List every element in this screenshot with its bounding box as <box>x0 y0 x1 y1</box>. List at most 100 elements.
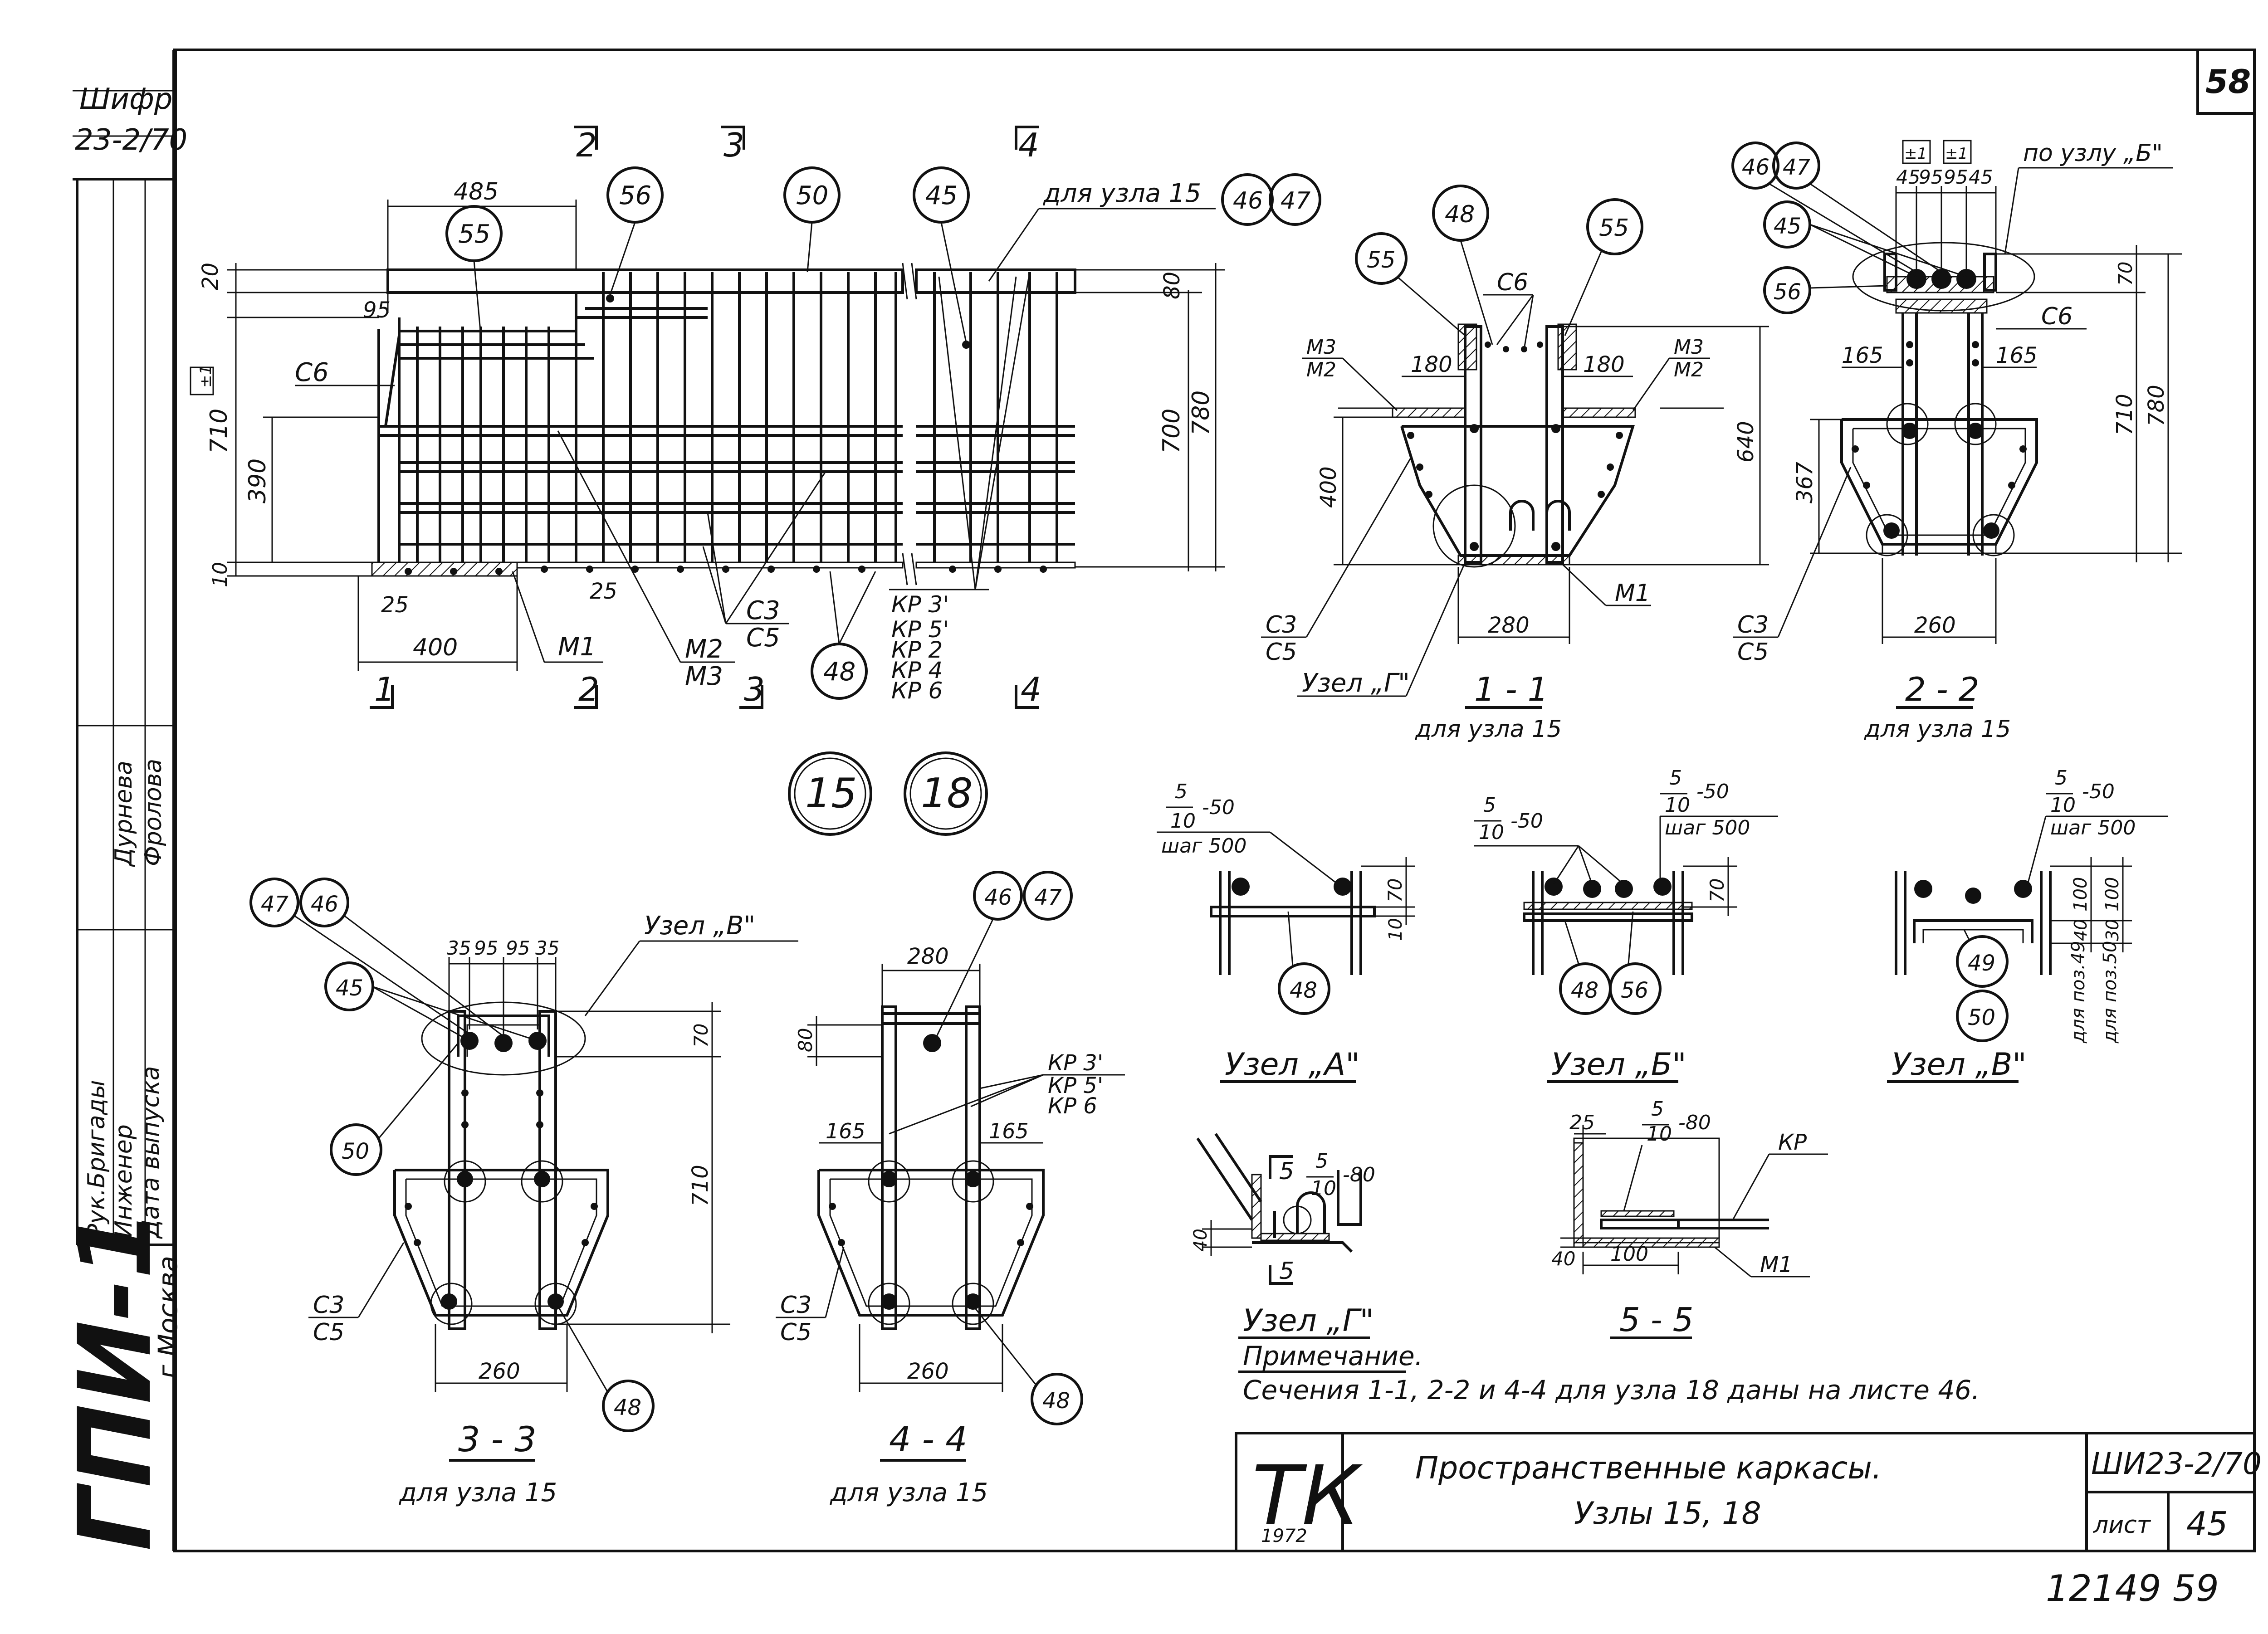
main-labels: ±1 С6 М1 М2 М3 С3 С5 КР 3' КР 5' КР 2 КР… <box>190 179 1216 704</box>
nb-weld-len-right: -50 <box>1696 780 1729 803</box>
sec-2-bot: 2 <box>578 670 599 708</box>
ng-dim-40: 40 <box>1190 1229 1211 1252</box>
tb-title-2: Узлы 15, 18 <box>1574 1496 1761 1532</box>
section-5-5: 25 40 100 5 10 -80 КР М1 5 - 5 <box>1551 1097 1828 1339</box>
sec-2-top: 2 <box>576 126 597 164</box>
s22-circle-47: 47 <box>1783 155 1811 180</box>
s55-dim-40: 40 <box>1551 1248 1575 1270</box>
s11-dim-400: 400 <box>1316 466 1341 508</box>
s22-plus1-a: ±1 <box>1904 145 1927 163</box>
s11-circle-55-right: 55 <box>1599 215 1629 242</box>
s55-title: 5 - 5 <box>1619 1301 1693 1339</box>
dim-780: 780 <box>1188 390 1215 435</box>
s44-label-c3: С3 <box>780 1292 811 1319</box>
name-2: Фролова <box>140 759 167 866</box>
s22-label-c3: С3 <box>1737 611 1769 639</box>
ng-weld-top: 5 <box>1315 1150 1328 1173</box>
tb-sheet-no: 45 <box>2186 1505 2228 1543</box>
s22-top-3: 95 <box>1944 166 1968 188</box>
label-m1-main: М1 <box>558 632 596 662</box>
s44-subtitle: для узла 15 <box>830 1478 988 1507</box>
sec-4-top: 4 <box>1018 126 1039 164</box>
ng-weld-len: -80 <box>1343 1163 1375 1186</box>
nv-dim-30: 30 <box>2102 919 2122 941</box>
s44-circle-47: 47 <box>1034 885 1062 910</box>
s22-dim-367: 367 <box>1792 462 1818 503</box>
s44-circle-46: 46 <box>984 885 1012 910</box>
s22-top-1: 45 <box>1896 166 1920 188</box>
s33-top-2: 95 <box>474 937 498 959</box>
dim-25-b: 25 <box>590 579 617 604</box>
label-c6-main: С6 <box>295 358 329 387</box>
s11-dim-180-right: 180 <box>1583 352 1625 377</box>
label-c5-main: С5 <box>746 623 780 653</box>
s55-label-m1: М1 <box>1760 1252 1793 1278</box>
kr-item-3: КР 2 <box>891 637 943 663</box>
s22-plus1-b: ±1 <box>1945 145 1968 163</box>
s11-label-node-g: Узел „Г" <box>1302 668 1410 698</box>
signature-block: Рук.Бригады Инженер Дата выпуска Дурнева… <box>83 759 167 1239</box>
s33-label-c3: С3 <box>313 1292 344 1319</box>
s33-top-1: 35 <box>447 937 471 959</box>
s33-label-c5: С5 <box>313 1319 344 1346</box>
dim-10: 10 <box>209 562 232 587</box>
sec-3-bot: 3 <box>744 670 765 708</box>
s44-kr-list: КР 3' КР 5' КР 6 <box>1048 1050 1103 1119</box>
s11-label-m1: М1 <box>1615 580 1650 607</box>
circle-55-main: 55 <box>458 219 490 249</box>
page-number: 58 <box>2205 63 2251 101</box>
s44-dim-165-right: 165 <box>989 1119 1029 1143</box>
node-18-circle: 18 <box>921 770 973 817</box>
name-1: Дурнева <box>110 761 137 867</box>
s22-dim-165-left: 165 <box>1842 343 1883 368</box>
s11-circle-55-left: 55 <box>1367 247 1396 273</box>
nv-step: шаг 500 <box>2050 816 2136 839</box>
s33-circle-46: 46 <box>311 892 338 917</box>
na-weld-bot: 10 <box>1170 810 1196 833</box>
nb-circle-56: 56 <box>1621 978 1648 1003</box>
nb-weld-top-right: 5 <box>1669 766 1682 790</box>
s22-title: 2 - 2 <box>1905 670 1979 708</box>
corner-code-1: Шифр <box>79 83 172 116</box>
s33-dim-710: 710 <box>688 1165 713 1206</box>
section-4-4: 280 80 165 165 260 КР 3' КР 5' КР 6 С3 С… <box>776 871 1125 1507</box>
na-dim-10: 10 <box>1385 918 1406 941</box>
dim-700: 700 <box>1158 409 1185 454</box>
nv-weld-bot: 10 <box>2050 794 2076 817</box>
org-name: ГПИ-1 <box>57 1210 173 1551</box>
nb-step: шаг 500 <box>1665 816 1750 839</box>
s33-title: 3 - 3 <box>458 1419 536 1459</box>
s44-dim-260: 260 <box>907 1359 949 1384</box>
s33-circle-50: 50 <box>342 1139 369 1164</box>
nb-dim-70: 70 <box>1706 878 1728 902</box>
nv-poz49: для поз.49 <box>2068 941 2089 1044</box>
dim-25-a: 25 <box>381 592 409 618</box>
label-c3-main: С3 <box>746 596 780 625</box>
node-g-title: Узел „Г" <box>1243 1303 1374 1339</box>
s55-dim-25: 25 <box>1569 1111 1595 1134</box>
s22-top-2: 95 <box>1919 166 1943 188</box>
tb-year: 1972 <box>1261 1526 1307 1546</box>
nv-circle-50: 50 <box>1968 1005 1995 1030</box>
s11-label-c6: С6 <box>1497 269 1528 296</box>
corner-code: Шифр 23-2/70 <box>75 83 187 157</box>
role-1: Рук.Бригады <box>83 1080 110 1238</box>
s11-circle-48: 48 <box>1445 201 1475 228</box>
role-2: Инженер <box>110 1124 137 1238</box>
s33-circle-45: 45 <box>336 976 363 1001</box>
s55-weld-top: 5 <box>1651 1097 1664 1121</box>
corner-code-2: 23-2/70 <box>75 123 187 157</box>
s22-label-per-node-b: по узлу „Б" <box>2023 140 2163 167</box>
s11-title: 1 - 1 <box>1474 670 1548 708</box>
circle-45-main: 45 <box>925 181 958 210</box>
node-v-title: Узел „В" <box>1892 1047 2027 1083</box>
note-heading: Примечание. <box>1243 1341 1423 1371</box>
kr-list: КР 3' КР 5' КР 2 КР 4 КР 6 <box>891 591 949 704</box>
plus1-left: ±1 <box>197 365 215 388</box>
s44-title: 4 - 4 <box>889 1419 967 1459</box>
org-stamp: ГПИ-1 г.Москва <box>57 1210 183 1551</box>
circle-56-main: 56 <box>619 181 651 210</box>
footer-number: 12149 59 <box>2046 1567 2219 1610</box>
s11-dim-640: 640 <box>1733 421 1759 463</box>
